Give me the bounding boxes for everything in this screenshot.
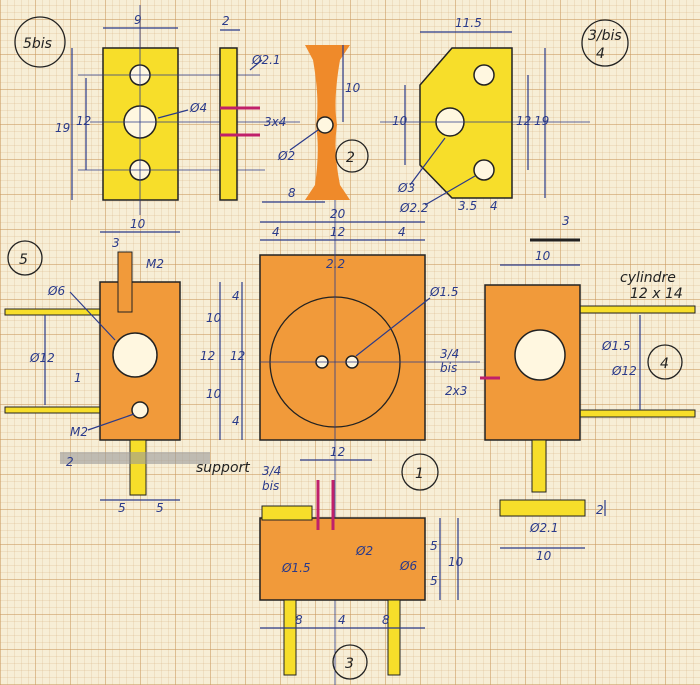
threaded-rod xyxy=(129,439,147,496)
part-3: 3/4 bis Ø2 Ø1.5 Ø6 5 5 10 8 4 8 3 xyxy=(259,464,464,680)
hole xyxy=(316,116,334,134)
cylinder-label: cylindre xyxy=(620,270,676,286)
dim-d1: 3.5 xyxy=(458,199,477,213)
dim-width: 10 xyxy=(130,217,146,231)
hole xyxy=(112,332,158,378)
ref: 3/4 xyxy=(262,464,281,478)
dim-center: 2.2 xyxy=(326,257,345,271)
ref2: bis xyxy=(440,361,457,375)
bottom-plate xyxy=(499,499,586,517)
ref: 3/4 xyxy=(440,347,459,361)
part-label: 1 xyxy=(415,466,424,482)
hole-label: Ø6 xyxy=(47,284,65,298)
block xyxy=(259,254,426,441)
hole-big-label: Ø4 xyxy=(189,101,207,115)
hole-label: Ø1.5 xyxy=(429,285,459,299)
ref2: bis xyxy=(262,479,279,493)
part-label-top: 3/bis xyxy=(588,28,622,44)
dim-s-c: 4 xyxy=(232,414,240,428)
dim-bottom: 12 xyxy=(330,445,345,459)
dim-thickness: 2 xyxy=(222,14,230,28)
outer-label: Ø6 xyxy=(399,559,417,573)
slot-label: 2x3 xyxy=(445,384,467,398)
dim-w1: 5 xyxy=(118,501,126,515)
dim-spacing: 12 xyxy=(76,114,91,128)
dim-h1: 5 xyxy=(430,539,438,553)
dim-b: 12 xyxy=(330,225,345,239)
support-bar xyxy=(60,452,210,464)
dim-length: 10 xyxy=(345,81,361,95)
dim-width: 9 xyxy=(134,13,142,27)
part-label: 5 xyxy=(19,252,28,268)
dim-base: 2 xyxy=(66,455,74,469)
bottom-hole-label: Ø2.1 xyxy=(529,521,559,535)
dim-h3: 19 xyxy=(534,114,549,128)
dim-c: 4 xyxy=(398,225,406,239)
hole-label: Ø2 xyxy=(277,149,295,163)
hole-label: Ø1.5 xyxy=(601,339,631,353)
dim-s-a: 4 xyxy=(232,289,240,303)
cylinder-size: 12 x 14 xyxy=(630,286,683,302)
support-label: support xyxy=(196,460,250,476)
part-5: 5 10 3 M2 Ø6 Ø12 1 M2 10 12 10 4 12 4 2 … xyxy=(4,217,250,515)
dim-h3: 10 xyxy=(448,555,464,569)
dim-d2: 4 xyxy=(490,199,498,213)
part-label: 3 xyxy=(345,656,354,672)
outer-label: Ø12 xyxy=(29,351,55,365)
dim-s-b: 12 xyxy=(230,349,245,363)
dim-h2: 12 xyxy=(516,114,531,128)
threaded-rod xyxy=(117,251,133,313)
dim-h-b: 12 xyxy=(200,349,215,363)
outer-label: Ø12 xyxy=(611,364,637,378)
thread-top: M2 xyxy=(146,257,164,271)
slot-label: 3x4 xyxy=(264,115,286,129)
part-label-bottom: 4 xyxy=(596,46,605,62)
part-3bis-4: 11.5 10 12 19 Ø3 Ø2.2 3.5 4 3/bis 4 xyxy=(380,16,629,215)
dim-a: 4 xyxy=(272,225,280,239)
dim-width: 10 xyxy=(535,249,551,263)
thread-bottom: M2 xyxy=(70,425,88,439)
holes-label: Ø1.5 xyxy=(281,561,311,575)
part-5bis: 5bis 9 19 12 2 Ø2.1 Ø4 3x4 xyxy=(14,5,300,215)
part-1: 20 4 12 4 2.2 Ø1.5 12 1 xyxy=(259,200,480,685)
bottom-thickness: 2 xyxy=(596,503,604,517)
dim-width: 11.5 xyxy=(455,16,482,30)
part-label: 2 xyxy=(346,150,355,166)
gap-label: 1 xyxy=(74,371,82,385)
dim-w3: 8 xyxy=(382,613,390,627)
dim-width: 20 xyxy=(330,207,346,221)
part-2: 10 Ø2 2 8 xyxy=(262,45,369,203)
hole-small-label: Ø2.2 xyxy=(399,201,429,215)
hole-label: Ø2 xyxy=(355,544,373,558)
dim-w2: 5 xyxy=(156,501,164,515)
part-label: 4 xyxy=(660,356,669,372)
dim-d: 3 xyxy=(562,214,570,228)
dim-h1: 10 xyxy=(392,114,408,128)
dim-width: 8 xyxy=(288,186,296,200)
part-label-circle xyxy=(14,16,66,68)
dim-h-a: 10 xyxy=(206,311,222,325)
dim-w2: 4 xyxy=(338,613,346,627)
dim-h2: 5 xyxy=(430,574,438,588)
block xyxy=(259,517,426,601)
dim-w1: 8 xyxy=(295,613,303,627)
plate xyxy=(419,47,513,199)
part-label: 5bis xyxy=(23,36,52,52)
dim-h-c: 10 xyxy=(206,387,222,401)
part-4: 3 10 cylindre 12 x 14 3/4 bis 2x3 Ø1.5 Ø… xyxy=(440,214,696,563)
bottom-width: 10 xyxy=(536,549,552,563)
dim-d3: 3 xyxy=(112,236,120,250)
plate-side xyxy=(219,47,238,201)
dim-height: 19 xyxy=(55,121,70,135)
hole-big-label: Ø3 xyxy=(397,181,415,195)
